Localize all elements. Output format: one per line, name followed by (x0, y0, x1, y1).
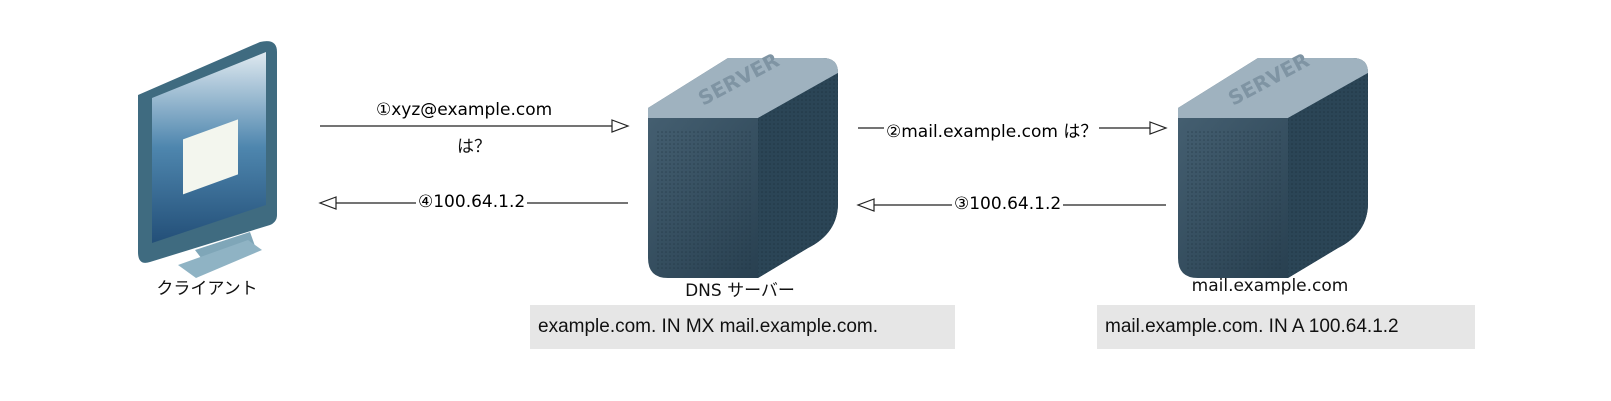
dns-mx-record: example.com. IN MX mail.example.com. (530, 305, 955, 349)
client-monitor-icon (138, 41, 277, 278)
dns-server-label: DNS サーバー (685, 281, 795, 301)
message-1-suffix: は？ (457, 137, 491, 157)
dns-server-icon (648, 58, 838, 278)
mail-server-icon (1178, 58, 1368, 278)
message-4: ④100.64.1.2 (416, 192, 528, 212)
message-3: ③100.64.1.2 (952, 194, 1064, 214)
arrow-query-1 (320, 119, 630, 133)
client-label: クライアント (156, 279, 258, 299)
mail-a-record: mail.example.com. IN A 100.64.1.2 (1097, 305, 1475, 349)
mail-server-label: mail.example.com (1191, 276, 1349, 296)
message-1: ①xyz@example.com (374, 100, 555, 120)
message-2: ②mail.example.com は？ (884, 117, 1100, 142)
